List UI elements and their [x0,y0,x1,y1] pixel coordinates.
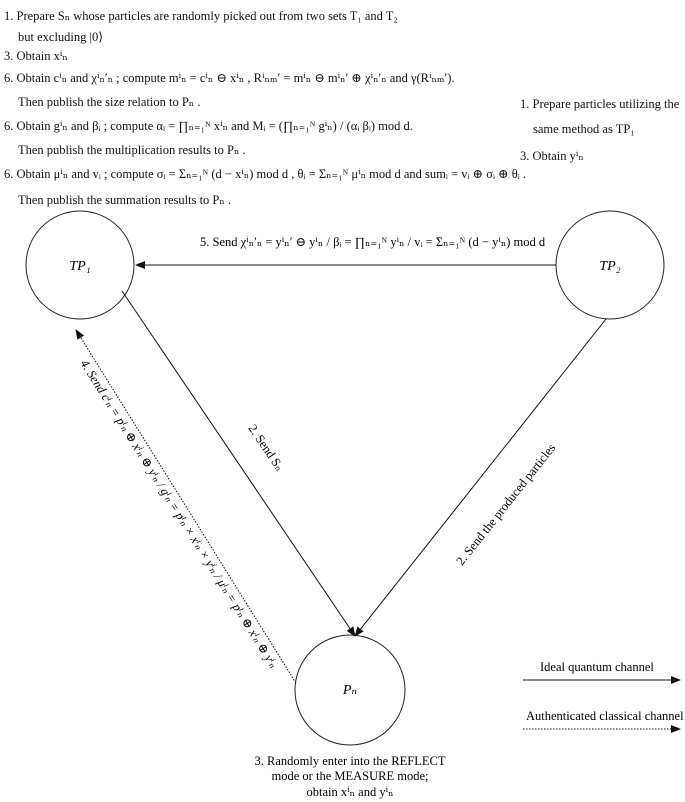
step-6-sum-publish: Then publish the summation results to Pₙ… [18,193,232,207]
step-6-size-compute: 6. Obtain cⁱₙ and χⁱₙ′ₙ ; compute mⁱₙ = … [4,71,455,85]
tp1-label: TP₁ [69,259,90,274]
tp2-step-1-line1: 1. Prepare particles utilizing the [520,97,680,111]
tp2-step-3: 3. Obtain yⁱₙ [520,149,584,163]
edge-5-label: 5. Send χⁱₙ′ₙ = yⁱₙ′ ⊖ yⁱₙ / βᵢ = ∏ₙ₌₁ᴺ … [200,235,546,249]
edge-pn-to-tp1 [75,329,297,684]
step-1-exclusion: but excluding |0⟩ [18,30,104,44]
tp2-step-1-line2: same method as TP₁ [533,122,635,136]
edge-2-send-sn-label: 2. Send Sₙ [246,422,287,474]
edge-2-send-particles-label: 2. Send the produced particles [453,441,558,568]
legend-classical-label: Authenticated classical channel [526,709,684,723]
edge-4-label: 4. Send cⁱₙ = pⁱₙ ⊕ xⁱₙ ⊕ yⁱₙ / gⁱₙ = pⁱ… [77,357,280,670]
step-6-mult-publish: Then publish the multiplication results … [18,143,246,157]
step-6-mult-compute: 6. Obtain gⁱₙ and βᵢ ; compute αᵢ = ∏ₙ₌₁… [4,119,413,133]
edge-tp1-to-pn [121,290,356,637]
step-1-prepare: 1. Prepare Sₙ whose particles are random… [4,9,398,23]
pn-step-3-line1: 3. Randomly enter into the REFLECT [255,754,446,768]
step-3-obtain-x: 3. Obtain xⁱₙ [4,49,68,63]
edge-tp2-to-pn [354,318,607,637]
pn-step-3-line2: mode or the MEASURE mode; [272,769,429,783]
legend-quantum-label: Ideal quantum channel [540,660,654,674]
pn-step-3-line3: obtain xⁱₙ and yⁱₙ [306,785,393,799]
tp1-node [25,210,135,320]
step-6-size-publish: Then publish the size relation to Pₙ . [18,95,201,109]
tp2-label: TP₂ [599,259,620,274]
step-6-sum-compute: 6. Obtain μⁱₙ and vᵢ ; compute σᵢ = Σₙ₌₁… [4,167,527,181]
pn-label: Pₙ [342,683,358,698]
